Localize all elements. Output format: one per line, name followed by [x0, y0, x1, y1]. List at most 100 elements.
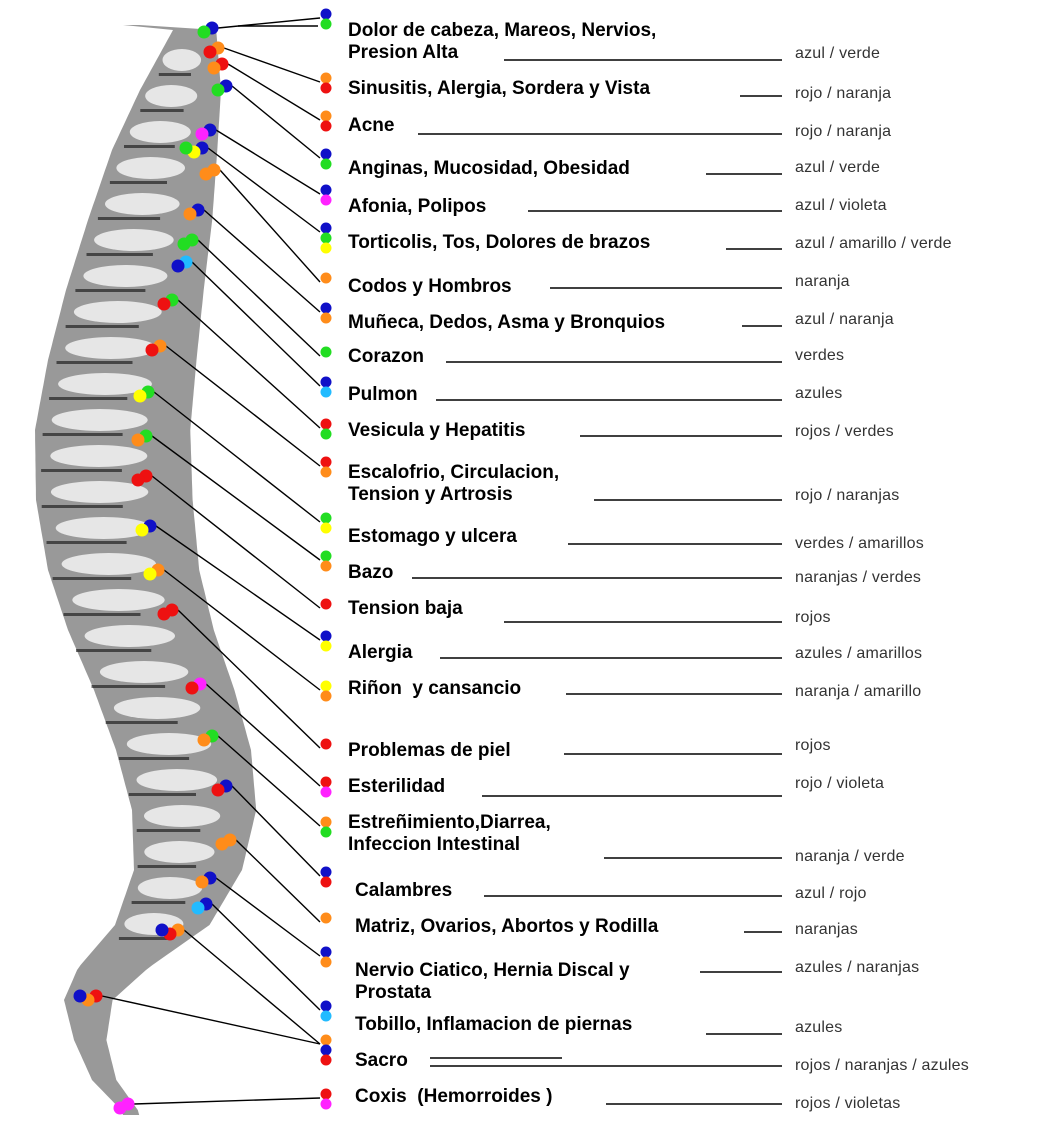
spine-dot-rojo [212, 784, 225, 797]
color-label: azul / verde [795, 158, 880, 178]
vertebra [137, 769, 218, 791]
condition-label: Anginas, Mucosidad, Obesidad [348, 158, 630, 180]
vertebra [105, 193, 180, 215]
marker-dot-verde [321, 551, 332, 562]
color-label: verdes / amarillos [795, 534, 924, 554]
spine-dot-amarillo [136, 524, 149, 537]
condition-label: Problemas de piel [348, 740, 511, 762]
vertebra [163, 49, 202, 71]
vertebra-edge [47, 541, 127, 544]
leader-line [216, 130, 320, 194]
leader-line [220, 170, 320, 282]
spine-dot-celeste [192, 902, 205, 915]
spine-dot-violeta [196, 128, 209, 141]
color-label: rojo / naranja [795, 122, 891, 142]
condition-label: Estreñimiento,Diarrea, Infeccion Intesti… [348, 812, 551, 856]
vertebra-edge [42, 505, 123, 508]
vertebra [50, 445, 147, 467]
leader-line [102, 996, 320, 1044]
vertebra [144, 805, 220, 827]
leader-line [228, 64, 320, 120]
marker-dot-azul [321, 631, 332, 642]
marker-dot-azul [321, 223, 332, 234]
spine-dot-naranja [132, 434, 145, 447]
spine-dot-verde [180, 142, 193, 155]
color-label: azul / naranja [795, 310, 894, 330]
spine-dot-naranja [200, 168, 213, 181]
marker-dot-verde [321, 347, 332, 358]
condition-label: Sacro [355, 1050, 408, 1072]
vertebra [127, 733, 211, 755]
spine-dot-amarillo [134, 390, 147, 403]
vertebra-edge [75, 289, 145, 292]
marker-dot-naranja [321, 957, 332, 968]
leader-line [134, 1098, 320, 1104]
marker-dot-azul [321, 377, 332, 388]
condition-label: Bazo [348, 562, 393, 584]
color-label: verdes [795, 346, 844, 366]
marker-dot-amarillo [321, 641, 332, 652]
marker-dot-violeta [321, 195, 332, 206]
condition-label: Torticolis, Tos, Dolores de brazos [348, 232, 650, 254]
condition-label: Estomago y ulcera [348, 526, 517, 548]
condition-label: Calambres [355, 880, 452, 902]
spine-dot-naranja [216, 838, 229, 851]
marker-dot-rojo [321, 877, 332, 888]
vertebra [114, 697, 200, 719]
condition-label: Escalofrio, Circulacion, Tension y Artro… [348, 462, 559, 506]
marker-dot-naranja [321, 313, 332, 324]
marker-dot-azul [321, 1045, 332, 1056]
color-label: rojo / naranjas [795, 486, 899, 506]
marker-dot-azul [321, 149, 332, 160]
vertebra-edge [159, 73, 191, 76]
leader-line [184, 930, 320, 1044]
color-label: naranja / amarillo [795, 682, 921, 702]
color-label: azul / verde [795, 44, 880, 64]
marker-dot-naranja [321, 73, 332, 84]
marker-dot-verde [321, 19, 332, 30]
marker-dot-violeta [321, 1099, 332, 1110]
marker-dot-rojo [321, 457, 332, 468]
color-label: azules [795, 1018, 842, 1038]
color-label: azules / naranjas [795, 958, 919, 978]
leader-line [236, 840, 320, 922]
marker-dot-rojo [321, 121, 332, 132]
vertebra-edge [132, 901, 186, 904]
vertebra [62, 553, 156, 575]
leader-line [192, 262, 320, 386]
condition-label: Alergia [348, 642, 412, 664]
marker-dot-celeste [321, 387, 332, 398]
spine-dot-rojo [186, 682, 199, 695]
condition-label: Riñon y cansancio [348, 678, 521, 700]
color-label: azul / violeta [795, 196, 887, 216]
spine-dot-rojo [132, 474, 145, 487]
marker-dot-azul [321, 185, 332, 196]
marker-dot-naranja [321, 817, 332, 828]
marker-dot-amarillo [321, 523, 332, 534]
vertebra [144, 841, 214, 863]
marker-dot-rojo [321, 1055, 332, 1066]
marker-dot-naranja [321, 1035, 332, 1046]
marker-dot-azul [321, 867, 332, 878]
marker-dot-verde [321, 513, 332, 524]
vertebra-edge [53, 577, 132, 580]
marker-dot-amarillo [321, 681, 332, 692]
spine-dot-rojo [158, 298, 171, 311]
condition-label: Vesicula y Hepatitis [348, 420, 525, 442]
vertebra-edge [92, 685, 166, 688]
vertebra-edge [124, 145, 175, 148]
spine-dot-amarillo [144, 568, 157, 581]
vertebra [130, 121, 191, 143]
spine-dot-naranja [198, 734, 211, 747]
vertebra [145, 85, 197, 107]
marker-dot-azul [321, 9, 332, 20]
condition-label: Tension baja [348, 598, 463, 620]
vertebra [85, 625, 175, 647]
spine-dot-naranja [196, 876, 209, 889]
spine-dot-verde [212, 84, 225, 97]
marker-dot-verde [321, 159, 332, 170]
vertebra-edge [41, 469, 122, 472]
marker-dot-azul [321, 1001, 332, 1012]
vertebra [72, 589, 164, 611]
